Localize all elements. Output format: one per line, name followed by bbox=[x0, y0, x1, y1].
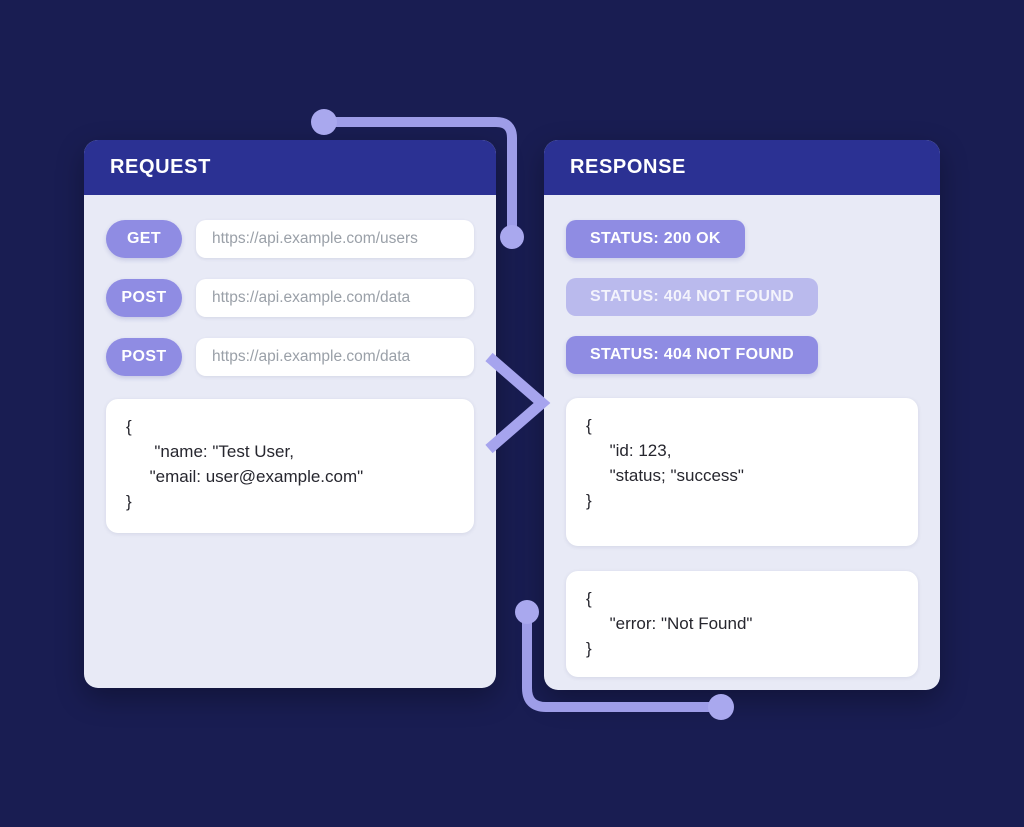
response-panel-title: RESPONSE bbox=[570, 156, 686, 178]
code-line: "status; "success" bbox=[586, 466, 744, 485]
request-row: POST https://api.example.com/data bbox=[106, 279, 474, 317]
code-line: "id: 123, bbox=[586, 441, 672, 460]
status-badge-404: STATUS: 404 NOT FOUND bbox=[566, 336, 818, 374]
connector-bottom-end-dot bbox=[708, 694, 734, 720]
code-line: { bbox=[586, 589, 592, 608]
arrow-chevron-icon bbox=[485, 352, 551, 454]
request-body-box: { "name: "Test User, "email: user@exampl… bbox=[106, 399, 474, 533]
code-line: { bbox=[586, 416, 592, 435]
request-row: POST https://api.example.com/data bbox=[106, 338, 474, 376]
code-line: "name: "Test User, bbox=[126, 442, 294, 461]
code-line: "email: user@example.com" bbox=[126, 467, 364, 486]
method-pill-post[interactable]: POST bbox=[106, 338, 182, 376]
code-line: } bbox=[126, 492, 132, 511]
request-row: GET https://api.example.com/users bbox=[106, 220, 474, 258]
code-line: { bbox=[126, 417, 132, 436]
url-input[interactable]: https://api.example.com/data bbox=[196, 279, 474, 317]
status-badge-404-faded: STATUS: 404 NOT FOUND bbox=[566, 278, 818, 316]
status-badge-label: STATUS: 404 NOT FOUND bbox=[590, 288, 794, 305]
code-line: } bbox=[586, 491, 592, 510]
status-badge-label: STATUS: 200 OK bbox=[590, 230, 721, 247]
response-body-box-success: { "id: 123, "status; "success" } bbox=[566, 398, 918, 546]
response-panel-body: STATUS: 200 OK STATUS: 404 NOT FOUND STA… bbox=[544, 195, 940, 677]
code-line: "error: "Not Found" bbox=[586, 614, 753, 633]
request-panel: REQUEST GET https://api.example.com/user… bbox=[84, 140, 496, 688]
response-panel: RESPONSE STATUS: 200 OK STATUS: 404 NOT … bbox=[544, 140, 940, 690]
code-line: } bbox=[586, 639, 592, 658]
status-badge-200: STATUS: 200 OK bbox=[566, 220, 745, 258]
method-pill-post[interactable]: POST bbox=[106, 279, 182, 317]
response-panel-header: RESPONSE bbox=[544, 140, 940, 195]
method-pill-get[interactable]: GET bbox=[106, 220, 182, 258]
request-panel-title: REQUEST bbox=[110, 156, 211, 178]
connector-top-start-dot bbox=[311, 109, 337, 135]
url-input[interactable]: https://api.example.com/data bbox=[196, 338, 474, 376]
url-input[interactable]: https://api.example.com/users bbox=[196, 220, 474, 258]
request-panel-body: GET https://api.example.com/users POST h… bbox=[84, 195, 496, 533]
request-panel-header: REQUEST bbox=[84, 140, 496, 195]
connector-bottom-start-dot bbox=[515, 600, 539, 624]
response-body-box-error: { "error: "Not Found" } bbox=[566, 571, 918, 677]
status-badge-label: STATUS: 404 NOT FOUND bbox=[590, 346, 794, 363]
connector-top-end-dot bbox=[500, 225, 524, 249]
